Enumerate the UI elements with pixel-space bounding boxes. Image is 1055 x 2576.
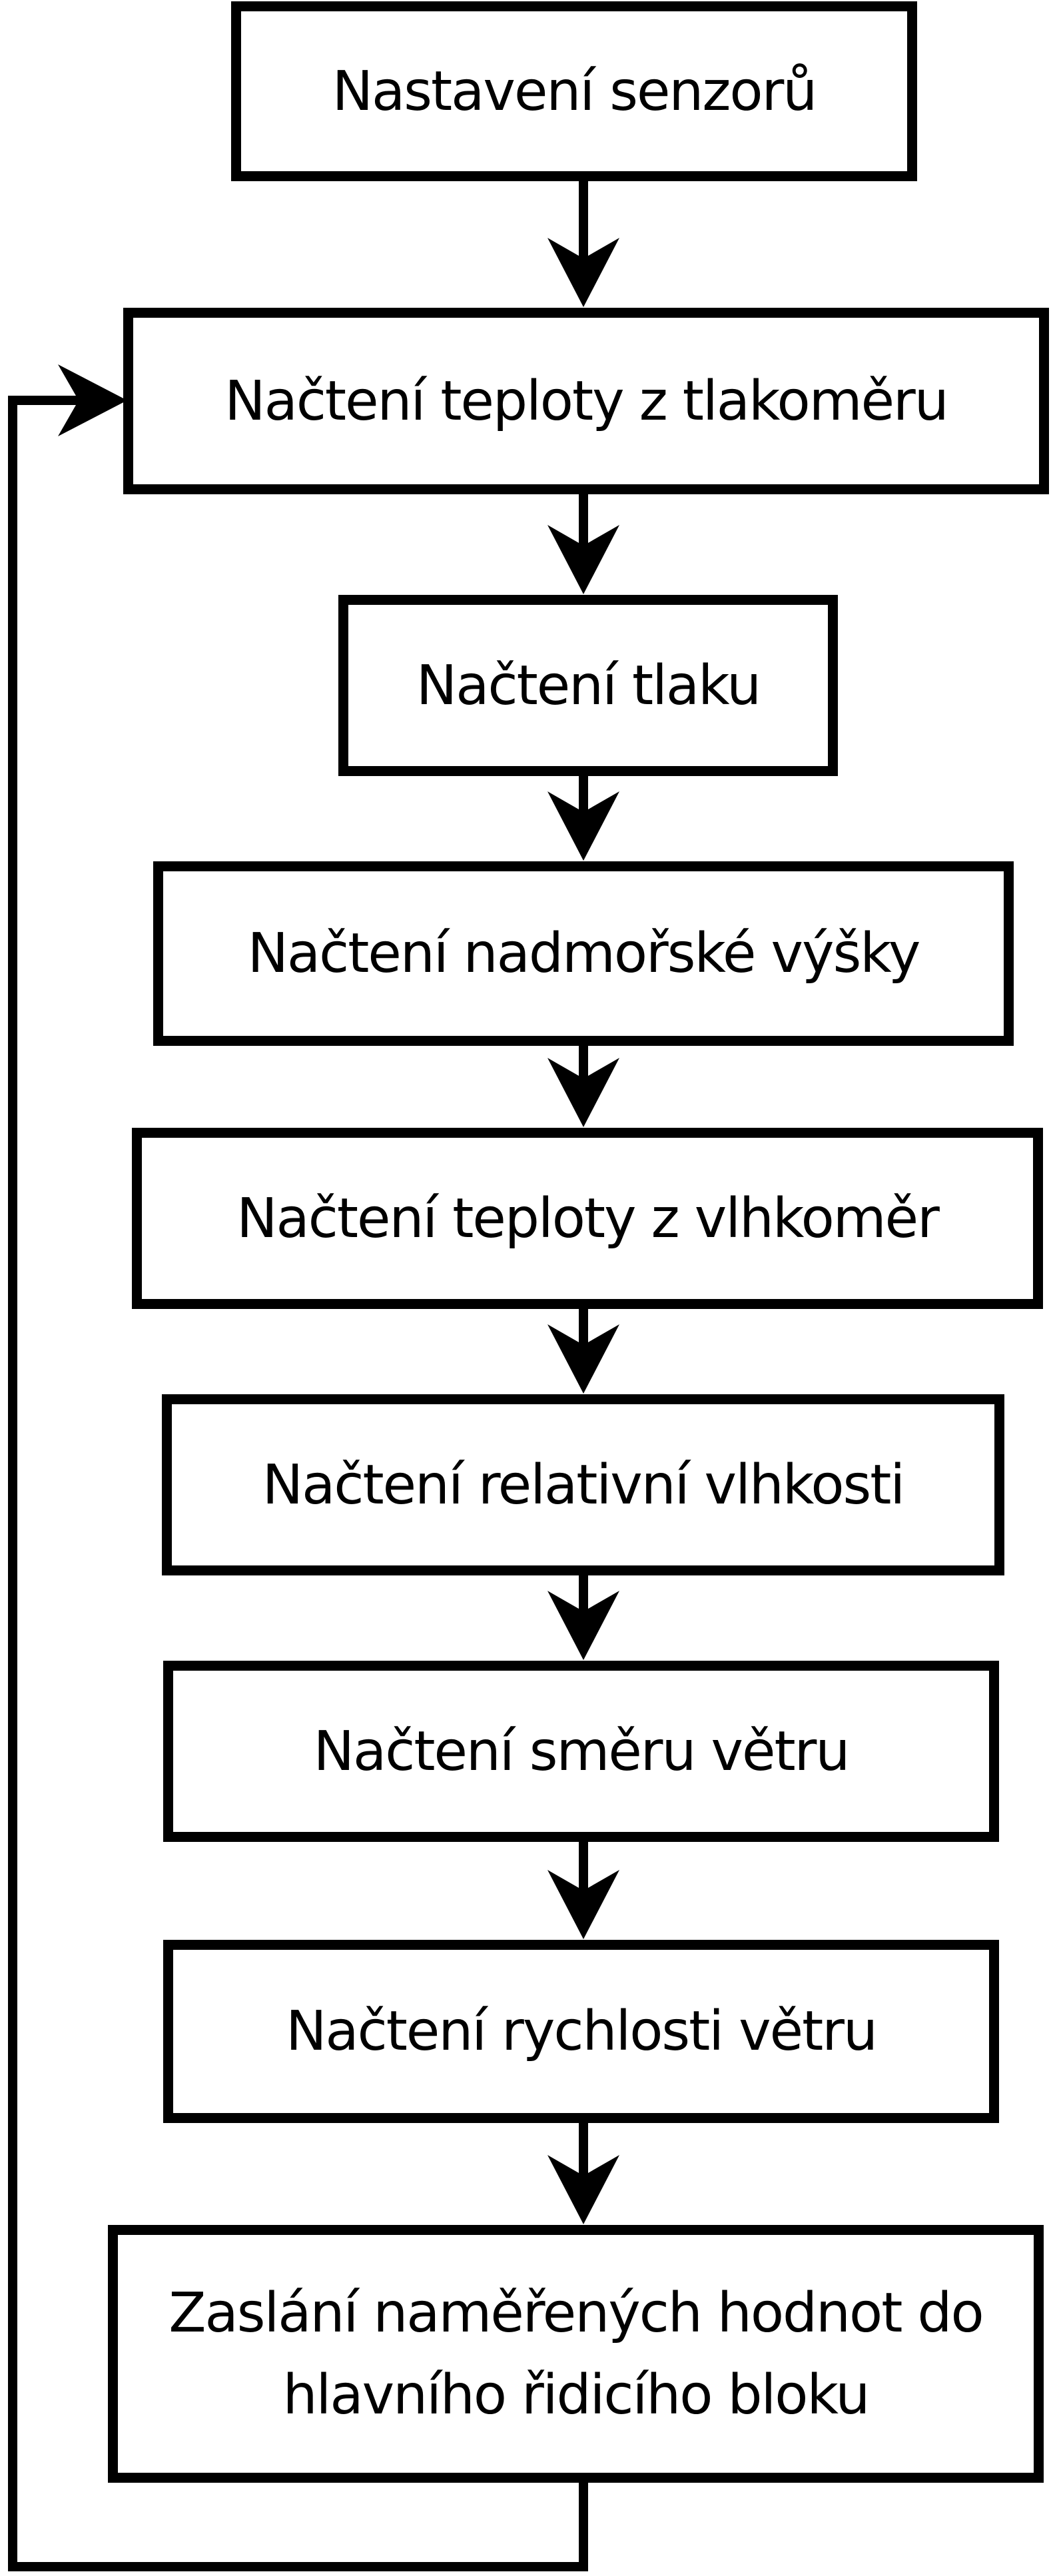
flow-step-label: Načtení rychlosti větru	[286, 2000, 878, 2063]
loop-back-line	[8, 396, 588, 2571]
flow-step-nacteni-tlaku: Načtení tlaku	[338, 595, 838, 776]
arrowhead-icon	[58, 364, 127, 436]
flow-step-zaslani-namerenych-hodnot: Zaslání naměřených hodnot do hlavního ři…	[108, 2225, 1044, 2483]
arrowhead-icon	[547, 791, 619, 861]
flow-step-label: Načtení směru větru	[313, 1719, 851, 1783]
arrowhead-icon	[547, 1870, 619, 1939]
flow-step-label: Zaslání naměřených hodnot do hlavního ři…	[169, 2281, 984, 2427]
arrowhead-icon	[547, 1324, 619, 1394]
arrowhead-icon	[547, 1591, 619, 1660]
flow-step-nacteni-teploty-z-vlhkomer: Načtení teploty z vlhkoměr	[132, 1128, 1043, 1309]
flow-step-label: Načtení teploty z vlhkoměr	[236, 1186, 940, 1250]
flow-step-nacteni-rychlosti-vetru: Načtení rychlosti větru	[163, 1940, 999, 2123]
flow-step-nacteni-teploty-z-tlakomeru: Načtení teploty z tlakoměru	[123, 308, 1049, 494]
arrowhead-icon	[547, 525, 619, 594]
flow-step-label: Načtení nadmořské výšky	[247, 922, 921, 985]
flow-step-label: Načtení teploty z tlakoměru	[224, 369, 948, 433]
flow-step-nacteni-smeru-vetru: Načtení směru větru	[163, 1661, 999, 1842]
arrowhead-icon	[547, 238, 619, 307]
flow-step-label: Načtení tlaku	[416, 653, 761, 717]
arrowhead-icon	[547, 2155, 619, 2224]
flow-step-nacteni-relativni-vlhkosti: Načtení relativní vlhkosti	[162, 1394, 1004, 1575]
flow-step-nastaveni-senzoru: Nastavení senzorů	[231, 1, 917, 181]
arrowhead-icon	[547, 1058, 619, 1127]
flow-step-label: Nastavení senzorů	[332, 59, 818, 123]
flow-step-label: Načtení relativní vlhkosti	[262, 1453, 905, 1517]
flow-step-nacteni-nadmorske-vysky: Načtení nadmořské výšky	[153, 861, 1014, 1046]
